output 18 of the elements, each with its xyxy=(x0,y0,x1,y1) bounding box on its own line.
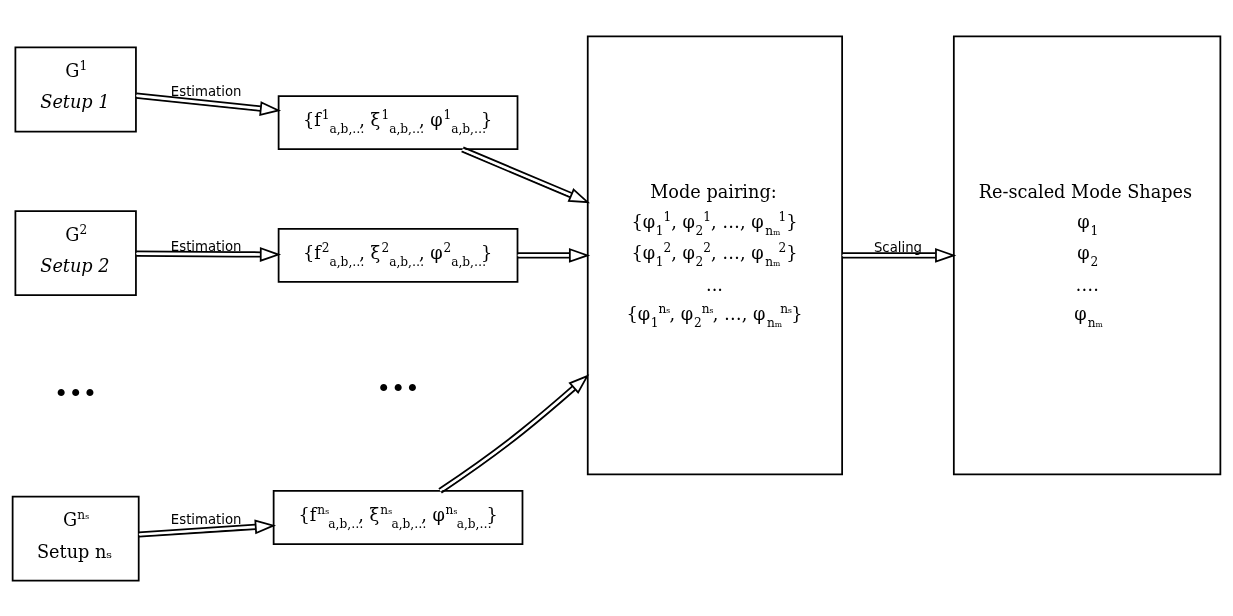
arrow xyxy=(438,373,590,494)
node-box: Mode pairing: {φ$_{1}$$^{1}$, φ$_{2}$$^{1}$, …, φ$_{nₘ}$$^{1}$} {φ$_{1}$$^{2}$, φ$_{2}$$^{2}$, …, φ$_{nₘ}$$^{2}$} ... {φ$_{1}$$^{nₛ}$, φ$_{2}$$^{nₛ}$, …, φ$_{nₘ}$$^{nₛ}$} xyxy=(586,35,843,475)
edge-label: Estimation xyxy=(170,511,242,527)
arrow xyxy=(460,145,591,203)
node-box: Re-scaled Mode Shapes φ$_{1}$ φ$_{2}$ …. φ$_{nₘ}$ xyxy=(952,35,1222,475)
arrow xyxy=(135,92,282,116)
arrow xyxy=(135,246,282,262)
label: ••• xyxy=(376,373,420,403)
edge-label: Scaling xyxy=(873,239,922,255)
node-box: G$^{1}$ Setup 1 xyxy=(14,46,137,132)
node-box: G$^{nₛ}$ Setup nₛ xyxy=(11,495,140,581)
arrow xyxy=(516,247,591,263)
edge-label: Estimation xyxy=(170,83,242,99)
arrow xyxy=(137,518,277,538)
edge-label: Estimation xyxy=(170,238,242,254)
label: ••• xyxy=(54,378,98,408)
node-box: G$^{2}$ Setup 2 xyxy=(14,209,137,296)
arrow xyxy=(841,247,957,263)
